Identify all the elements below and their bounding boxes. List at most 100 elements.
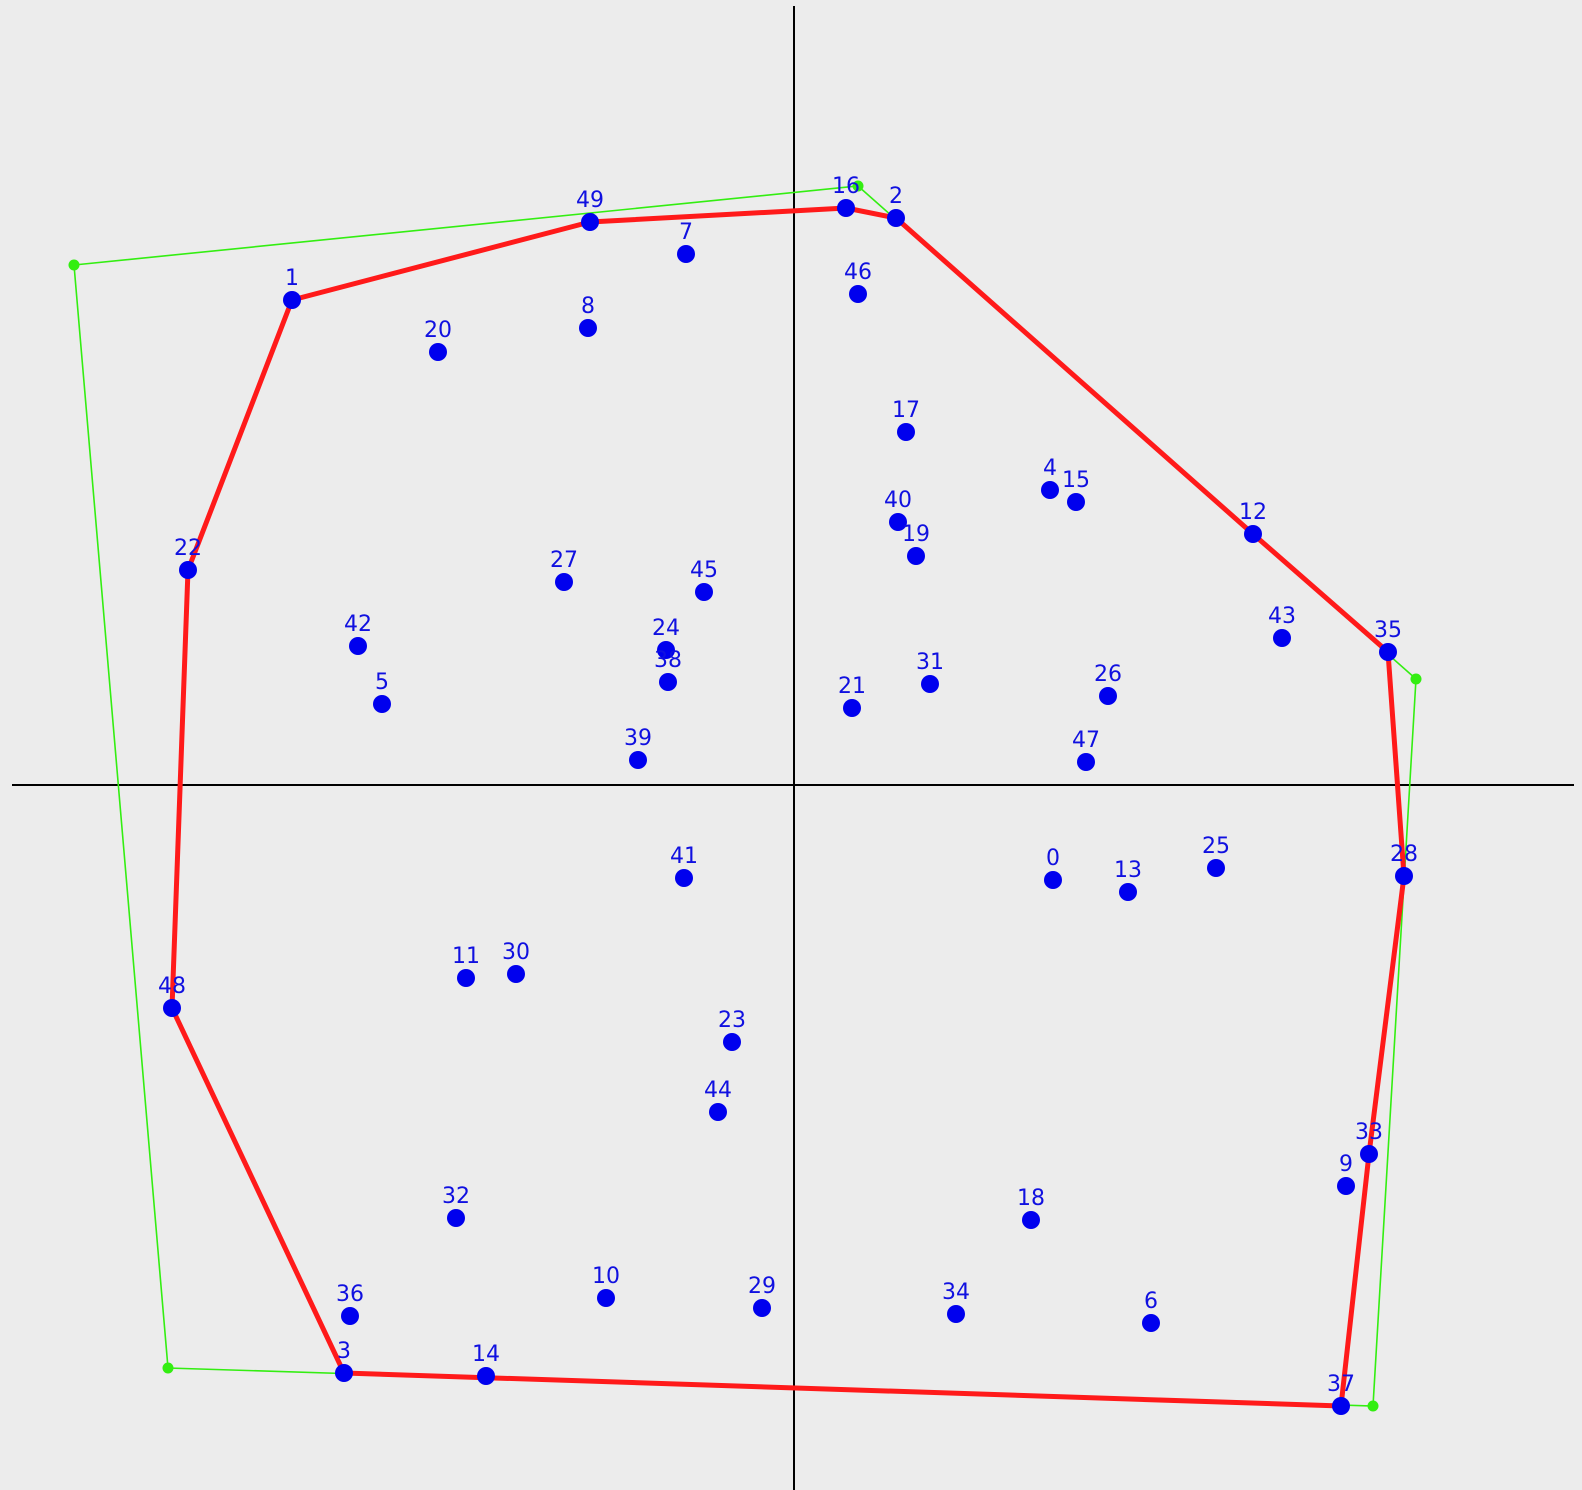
point-25 (1207, 859, 1225, 877)
point-label-6: 6 (1144, 1289, 1158, 1314)
point-28 (1395, 867, 1413, 885)
point-1 (283, 291, 301, 309)
point-9 (1337, 1177, 1355, 1195)
bounding-vertex-1 (852, 180, 864, 192)
point-11 (457, 969, 475, 987)
point-35 (1379, 643, 1397, 661)
bounding-polygon-layer (68, 180, 1422, 1412)
point-3 (335, 1364, 353, 1382)
point-46 (849, 285, 867, 303)
convex-hull-layer (169, 205, 1407, 1409)
point-40 (889, 513, 907, 531)
point-2 (887, 209, 905, 227)
point-label-12: 12 (1239, 500, 1267, 525)
point-label-22: 22 (174, 536, 202, 561)
point-label-47: 47 (1072, 728, 1100, 753)
point-label-45: 45 (690, 558, 718, 583)
point-label-49: 49 (576, 188, 604, 213)
point-37 (1332, 1397, 1350, 1415)
point-label-44: 44 (704, 1078, 732, 1103)
point-label-0: 0 (1046, 846, 1060, 871)
point-31 (921, 675, 939, 693)
point-label-20: 20 (424, 318, 452, 343)
bounding-polygon (73, 185, 1417, 1407)
point-43 (1273, 629, 1291, 647)
point-label-29: 29 (748, 1274, 776, 1299)
point-label-14: 14 (472, 1342, 500, 1367)
point-36 (341, 1307, 359, 1325)
point-label-5: 5 (375, 670, 389, 695)
point-label-19: 19 (902, 522, 930, 547)
point-5 (373, 695, 391, 713)
point-labels-layer: 0123456789101112131415161718192021222324… (158, 174, 1418, 1397)
point-39 (629, 751, 647, 769)
point-49 (581, 213, 599, 231)
point-label-39: 39 (624, 726, 652, 751)
point-label-31: 31 (916, 650, 944, 675)
point-label-38: 38 (654, 648, 682, 673)
point-7 (677, 245, 695, 263)
point-label-24: 24 (652, 616, 680, 641)
point-label-2: 2 (889, 184, 903, 209)
point-label-42: 42 (344, 612, 372, 637)
point-label-25: 25 (1202, 834, 1230, 859)
point-label-7: 7 (679, 220, 693, 245)
point-32 (447, 1209, 465, 1227)
point-label-37: 37 (1327, 1372, 1355, 1397)
point-30 (507, 965, 525, 983)
point-20 (429, 343, 447, 361)
point-label-43: 43 (1268, 604, 1296, 629)
point-label-10: 10 (592, 1264, 620, 1289)
point-label-11: 11 (452, 944, 480, 969)
points-layer (163, 199, 1413, 1415)
point-label-46: 46 (844, 260, 872, 285)
point-16 (837, 199, 855, 217)
point-label-16: 16 (832, 174, 860, 199)
point-label-8: 8 (581, 294, 595, 319)
point-label-30: 30 (502, 940, 530, 965)
point-41 (675, 869, 693, 887)
bounding-vertex-2 (1410, 673, 1422, 685)
point-label-34: 34 (942, 1280, 970, 1305)
bounding-vertex-4 (162, 1362, 174, 1374)
point-33 (1360, 1145, 1378, 1163)
point-4 (1041, 481, 1059, 499)
bounding-vertex-0 (68, 259, 80, 271)
point-label-15: 15 (1062, 468, 1090, 493)
convex-hull-outline (169, 205, 1407, 1409)
point-18 (1022, 1211, 1040, 1229)
point-label-35: 35 (1374, 618, 1402, 643)
point-10 (597, 1289, 615, 1307)
point-19 (907, 547, 925, 565)
point-label-3: 3 (337, 1339, 351, 1364)
point-21 (843, 699, 861, 717)
point-23 (723, 1033, 741, 1051)
point-22 (179, 561, 197, 579)
point-label-28: 28 (1390, 842, 1418, 867)
point-label-48: 48 (158, 974, 186, 999)
point-47 (1077, 753, 1095, 771)
point-label-1: 1 (285, 266, 299, 291)
point-label-40: 40 (884, 488, 912, 513)
point-label-18: 18 (1017, 1186, 1045, 1211)
point-45 (695, 583, 713, 601)
point-label-21: 21 (838, 674, 866, 699)
point-13 (1119, 883, 1137, 901)
point-label-4: 4 (1043, 456, 1057, 481)
point-29 (753, 1299, 771, 1317)
point-42 (349, 637, 367, 655)
point-label-36: 36 (336, 1282, 364, 1307)
point-26 (1099, 687, 1117, 705)
point-38 (659, 673, 677, 691)
point-17 (897, 423, 915, 441)
point-label-32: 32 (442, 1184, 470, 1209)
point-label-9: 9 (1339, 1152, 1353, 1177)
point-0 (1044, 871, 1062, 889)
point-44 (709, 1103, 727, 1121)
point-24 (657, 641, 675, 659)
point-label-41: 41 (670, 844, 698, 869)
point-27 (555, 573, 573, 591)
point-34 (947, 1305, 965, 1323)
